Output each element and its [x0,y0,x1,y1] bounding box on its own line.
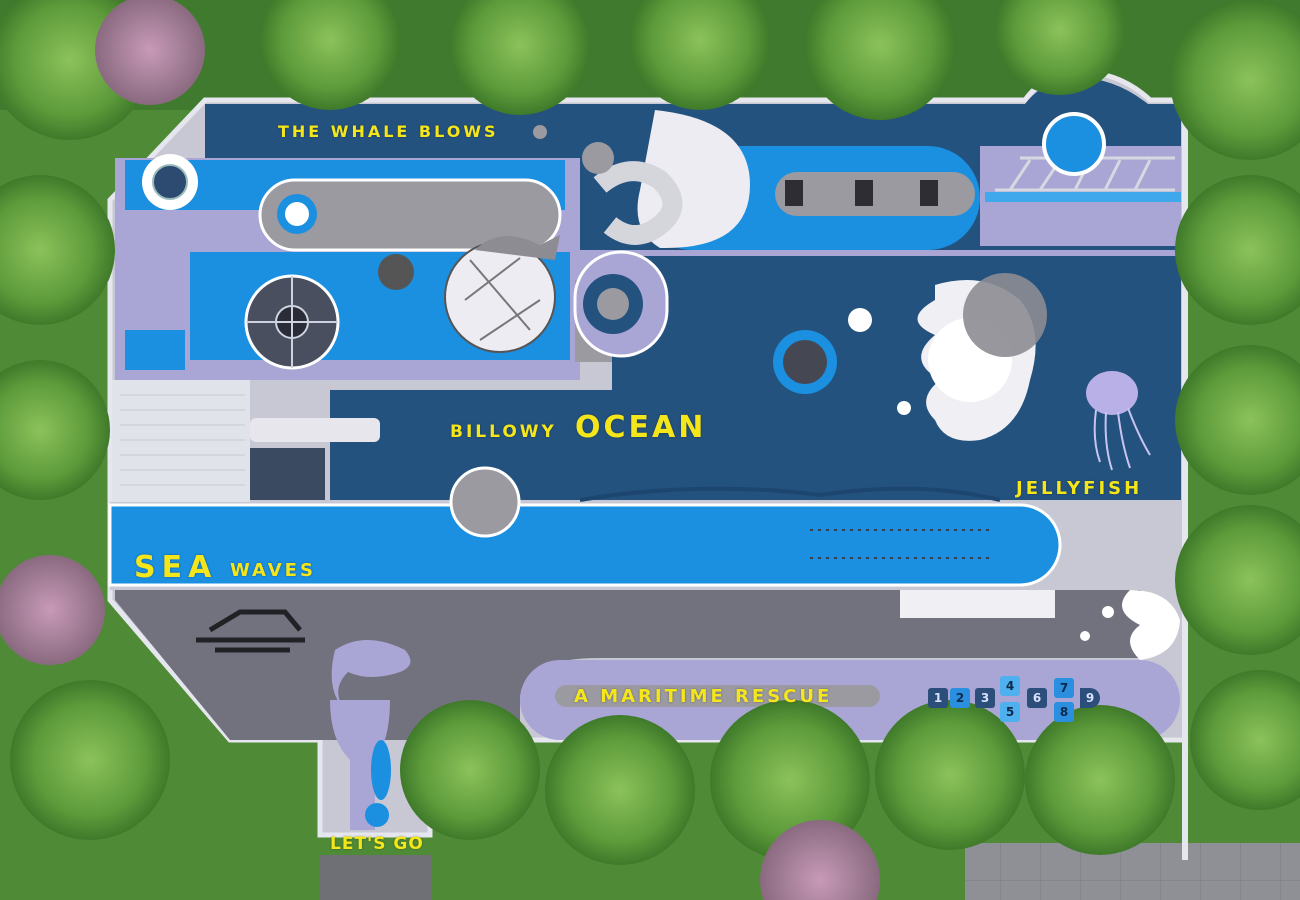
label-lets-go: LET'S GO [330,834,424,854]
hopscotch-square: 5 [1000,702,1020,722]
hopscotch-square: 1 [928,688,948,708]
bright-blue-circle [1042,112,1106,176]
hopscotch-square: 8 [1054,702,1074,722]
rotating-disc [444,241,556,353]
hopscotch-square: 7 [1054,678,1074,698]
hopscotch-square: 2 [950,688,970,708]
hopscotch-square: 3 [975,688,995,708]
label-ocean: OCEAN [575,410,707,445]
label-billowy: BILLOWY [450,422,557,442]
blue-strip [985,192,1181,202]
hopscotch-square: 4 [1000,676,1020,696]
tube-slide [593,161,683,245]
label-sea: SEA [134,550,218,585]
label-maritime-rescue: A MARITIME RESCUE [574,686,833,707]
seat [785,180,803,206]
entrance-steps [320,855,432,900]
fish-figure [331,640,411,710]
hopscotch-square: 6 [1027,688,1047,708]
paved-plaza [965,843,1300,900]
label-jellyfish: JELLYFISH [1016,478,1143,499]
mesh-deck [112,380,250,502]
label-waves: WAVES [230,560,316,581]
seat-pad [775,172,975,216]
entry-path [330,700,390,830]
sea-waves-lane [108,503,1062,587]
bench [900,590,1055,618]
frame-gray-lane [258,178,562,252]
boat-figure [196,609,305,653]
white-disc [285,202,309,226]
label-whale-blows: THE WHALE BLOWS [278,122,499,141]
seat [855,180,873,206]
jellyfish-figure [1086,371,1138,415]
seat [920,180,938,206]
hopscotch-square: 9 [1080,688,1100,708]
